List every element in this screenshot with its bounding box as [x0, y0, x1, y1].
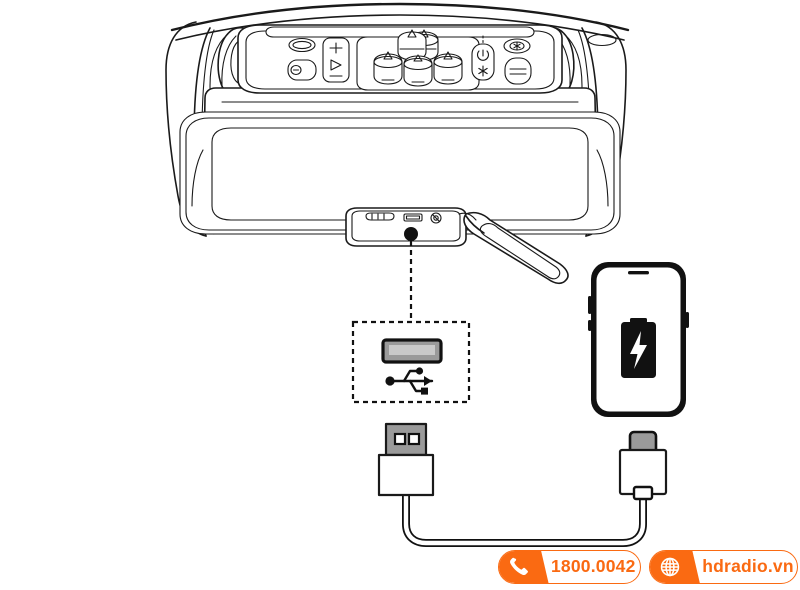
- hotline-badge[interactable]: 1800.0042: [498, 550, 642, 584]
- smartphone: [588, 262, 689, 417]
- hotline-number: 1800.0042: [551, 556, 636, 577]
- knob-cluster: [356, 29, 617, 91]
- control-button-power[interactable]: [471, 35, 495, 81]
- usb-type-a-connector: [377, 422, 435, 497]
- control-button-light[interactable]: [503, 38, 531, 54]
- contact-badges: 1800.0042 hdradio.vn: [498, 548, 798, 586]
- knob-bass[interactable]: [433, 51, 463, 85]
- knob-vocal[interactable]: [373, 51, 403, 85]
- website-badge[interactable]: hdradio.vn: [649, 550, 798, 584]
- knob-treble[interactable]: [403, 54, 433, 87]
- usb-port-callout: [351, 241, 471, 404]
- globe-icon: [661, 557, 680, 577]
- control-button-volume-play[interactable]: [322, 37, 350, 83]
- phone-handset-icon: [510, 557, 528, 575]
- hotline-icon-background: [499, 551, 549, 583]
- usb-charging-cable: [377, 422, 668, 547]
- control-button-slider[interactable]: [504, 57, 532, 85]
- speaker: [165, 2, 630, 285]
- usb-trident-icon: [385, 367, 434, 395]
- speaker-control-panel: [170, 2, 630, 94]
- battery-charging-icon: [621, 318, 656, 378]
- speaker-body: [179, 87, 621, 235]
- website-icon-wrap: [650, 551, 701, 583]
- callout-marker-dot: [404, 227, 418, 241]
- speaker-port-flap[interactable]: [345, 207, 569, 285]
- knob-echo[interactable]: [397, 29, 617, 61]
- usb-type-c-connector: [618, 430, 668, 501]
- control-button-bass-boost[interactable]: [288, 37, 316, 53]
- control-button-mute[interactable]: [287, 59, 317, 81]
- hotline-icon-wrap: [499, 551, 549, 583]
- website-address: hdradio.vn: [702, 556, 794, 577]
